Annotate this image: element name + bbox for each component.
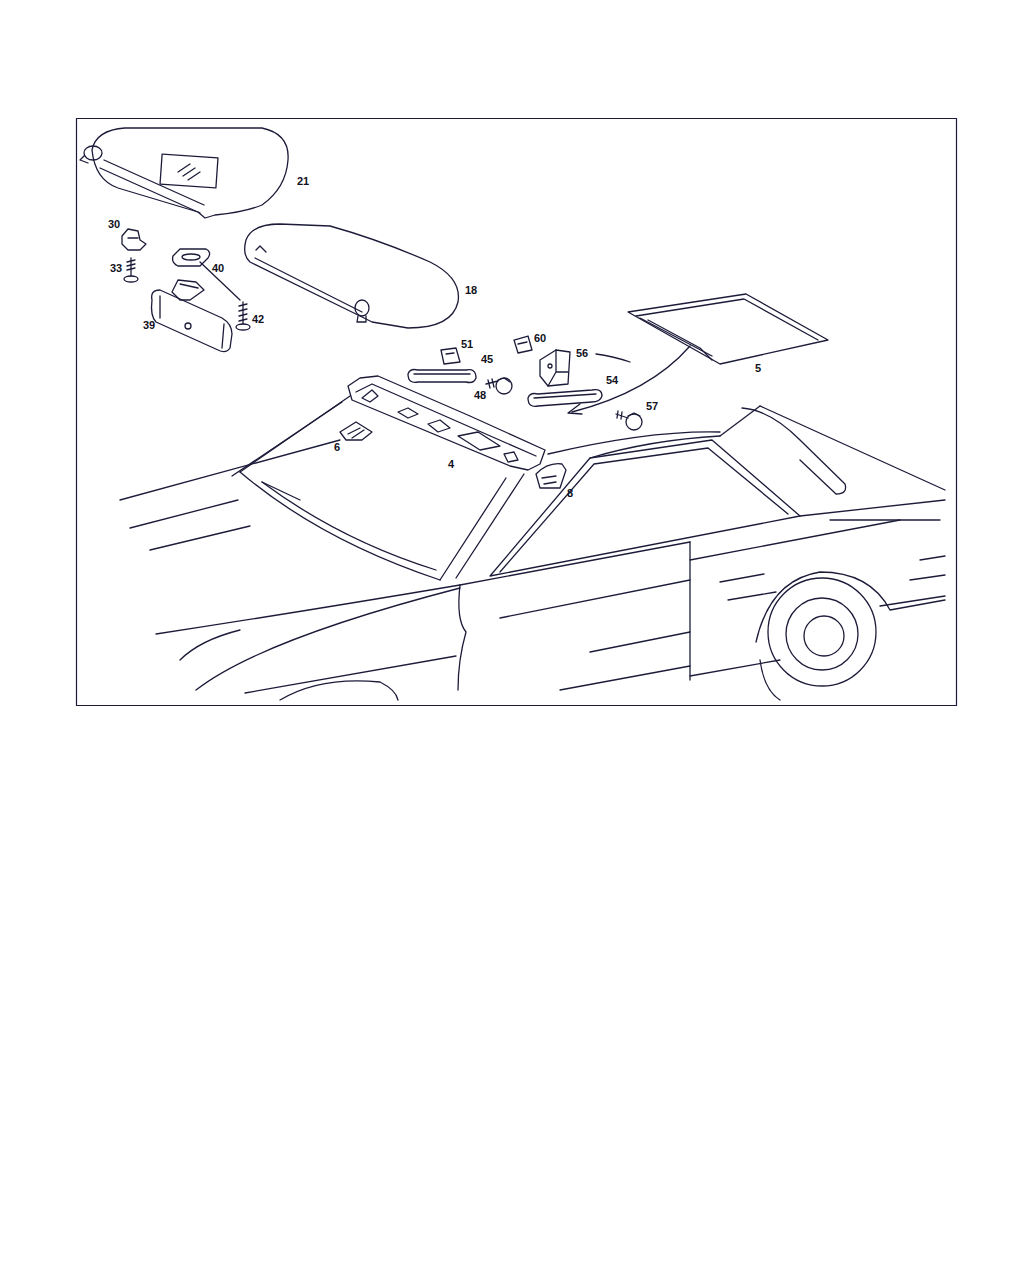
callout-number: 30 <box>108 219 120 230</box>
callout-number: 56 <box>576 348 588 359</box>
clip <box>441 348 460 364</box>
callout-number: 6 <box>334 442 340 453</box>
grab-handle <box>528 390 602 407</box>
frame <box>77 119 957 706</box>
trim-cover <box>536 464 566 488</box>
callout-number: 45 <box>481 354 493 365</box>
sun-visor <box>245 224 459 328</box>
rear-view-mirror <box>152 280 233 352</box>
mirror-base <box>173 249 240 300</box>
car-body <box>120 396 945 700</box>
bolt <box>486 378 512 394</box>
callout-number: 18 <box>465 285 477 296</box>
headliner <box>348 376 545 470</box>
roof-panel <box>568 294 828 414</box>
callout-number: 42 <box>252 314 264 325</box>
callout-number: 4 <box>448 459 454 470</box>
screw <box>236 302 250 330</box>
callout-number: 51 <box>461 339 473 350</box>
callout-number: 21 <box>297 176 309 187</box>
sun-visor <box>80 128 288 218</box>
callout-number: 40 <box>212 263 224 274</box>
callout-number: 54 <box>606 375 618 386</box>
callout-number: 57 <box>646 401 658 412</box>
callout-number: 8 <box>567 488 573 499</box>
clip <box>514 336 532 353</box>
clip <box>122 229 146 250</box>
callout-number: 39 <box>143 320 155 331</box>
callout-number: 60 <box>534 333 546 344</box>
trim-piece <box>340 422 372 440</box>
callout-number: 5 <box>755 363 761 374</box>
callout-number: 33 <box>110 263 122 274</box>
bolt <box>616 411 642 430</box>
callout-number: 48 <box>474 390 486 401</box>
grab-handle <box>408 370 476 383</box>
screw <box>124 258 138 282</box>
